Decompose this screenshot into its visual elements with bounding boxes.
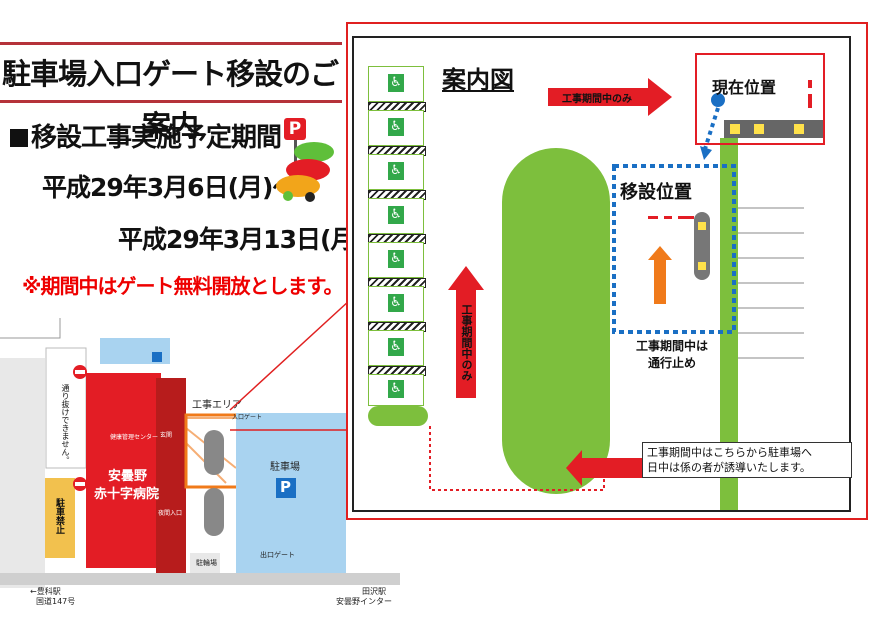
arrow-left-label: 工事期間中のみ: [460, 304, 473, 381]
guide-map: ♿ ♿ ♿ ♿ ♿ ♿ ♿ ♿ 案内図: [352, 36, 852, 512]
no-parking-label: 駐車禁止: [54, 498, 64, 534]
wheelchair-icon: ♿: [388, 118, 404, 136]
accessible-slot: ♿: [368, 286, 424, 322]
accessible-slot: ♿: [368, 242, 424, 278]
guide-title: 案内図: [442, 66, 514, 94]
entrance-note-line2: 日中は係の者が誘導いたします。: [647, 461, 811, 474]
parking-cars-illustration: P: [270, 118, 340, 202]
station-right-label: 田沢駅: [362, 587, 386, 596]
accessible-slot: ♿: [368, 66, 424, 102]
road-closed-line2: 通行止め: [647, 356, 696, 370]
bike-area-label: 駐輪場: [196, 559, 217, 567]
parking-lot-label: 駐車場: [270, 462, 300, 473]
title-rule-top: [0, 42, 342, 45]
site-map-drawing: [0, 318, 400, 613]
entrance-note: 工事期間中はこちらから駐車場へ 日中は係の者が誘導いたします。: [642, 442, 852, 478]
hospital-name-line2: 赤十字病院: [94, 487, 160, 502]
wheelchair-icon: ♿: [388, 74, 404, 92]
wheelchair-icon: ♿: [388, 338, 404, 356]
road-closed-note: 工事期間中は 通行止め: [616, 338, 728, 372]
arrow-top-label: 工事期間中のみ: [562, 94, 632, 105]
current-position-label: 現在位置: [712, 78, 777, 97]
square-bullet-icon: [10, 129, 28, 147]
cars-icon: [276, 118, 334, 202]
relocation-position-label: 移設位置: [620, 182, 692, 203]
schedule-note: ※期間中はゲート無料開放とします。: [22, 274, 343, 298]
wheelchair-icon: ♿: [388, 162, 404, 180]
site-parking-symbol: P: [280, 478, 291, 496]
accessible-slot: ♿: [368, 110, 424, 146]
no-through-label: 通り抜けできません。: [61, 384, 70, 464]
wheelchair-icon: ♿: [388, 206, 404, 224]
schedule-heading-text: 移設工事実施予定期間: [31, 123, 282, 153]
accessible-slot: ♿: [368, 154, 424, 190]
gate-label: 入口ゲート: [232, 414, 263, 421]
accessible-slot: ♿: [368, 374, 424, 406]
page-title: 駐車場入口ゲート移設のご案内: [1, 57, 339, 143]
exit-gate-label: 出口ゲート: [260, 551, 295, 559]
road-closed-line1: 工事期間中は: [635, 339, 708, 353]
title-rule-bottom: [0, 100, 342, 103]
entrance-side-label: 夜間入口: [158, 510, 183, 517]
guide-shapes: [368, 53, 825, 510]
construction-area-label: 工事エリア: [192, 400, 242, 411]
schedule-heading: 移設工事実施予定期間: [10, 117, 282, 154]
wheelchair-icon: ♿: [388, 380, 404, 398]
hospital-name-line1: 安曇野: [108, 469, 148, 484]
accessible-parking-column: ♿ ♿ ♿ ♿ ♿ ♿ ♿ ♿: [368, 66, 426, 406]
schedule-end: 平成29年3月13日(月): [118, 225, 366, 254]
station-left-label: ←豊科駅: [30, 587, 61, 596]
health-center-label: 健康管理センター: [110, 434, 159, 441]
schedule-start: 平成29年3月6日(月)～: [42, 173, 297, 202]
wheelchair-icon: ♿: [388, 294, 404, 312]
route-left-label: 国道147号: [36, 597, 76, 606]
accessible-slot: ♿: [368, 330, 424, 366]
parking-sign-letter: P: [288, 119, 302, 139]
site-map: P 工事エリア 安曇野 赤十字病院 駐車場 通り抜けできません。 駐車禁止 出口…: [0, 318, 400, 613]
accessible-slot: ♿: [368, 198, 424, 234]
entrance-note-line1: 工事期間中はこちらから駐車場へ: [647, 446, 812, 459]
wheelchair-icon: ♿: [388, 250, 404, 268]
route-right-label: 安曇野インター: [336, 597, 392, 606]
entrance-main-label: 玄関: [160, 432, 173, 439]
